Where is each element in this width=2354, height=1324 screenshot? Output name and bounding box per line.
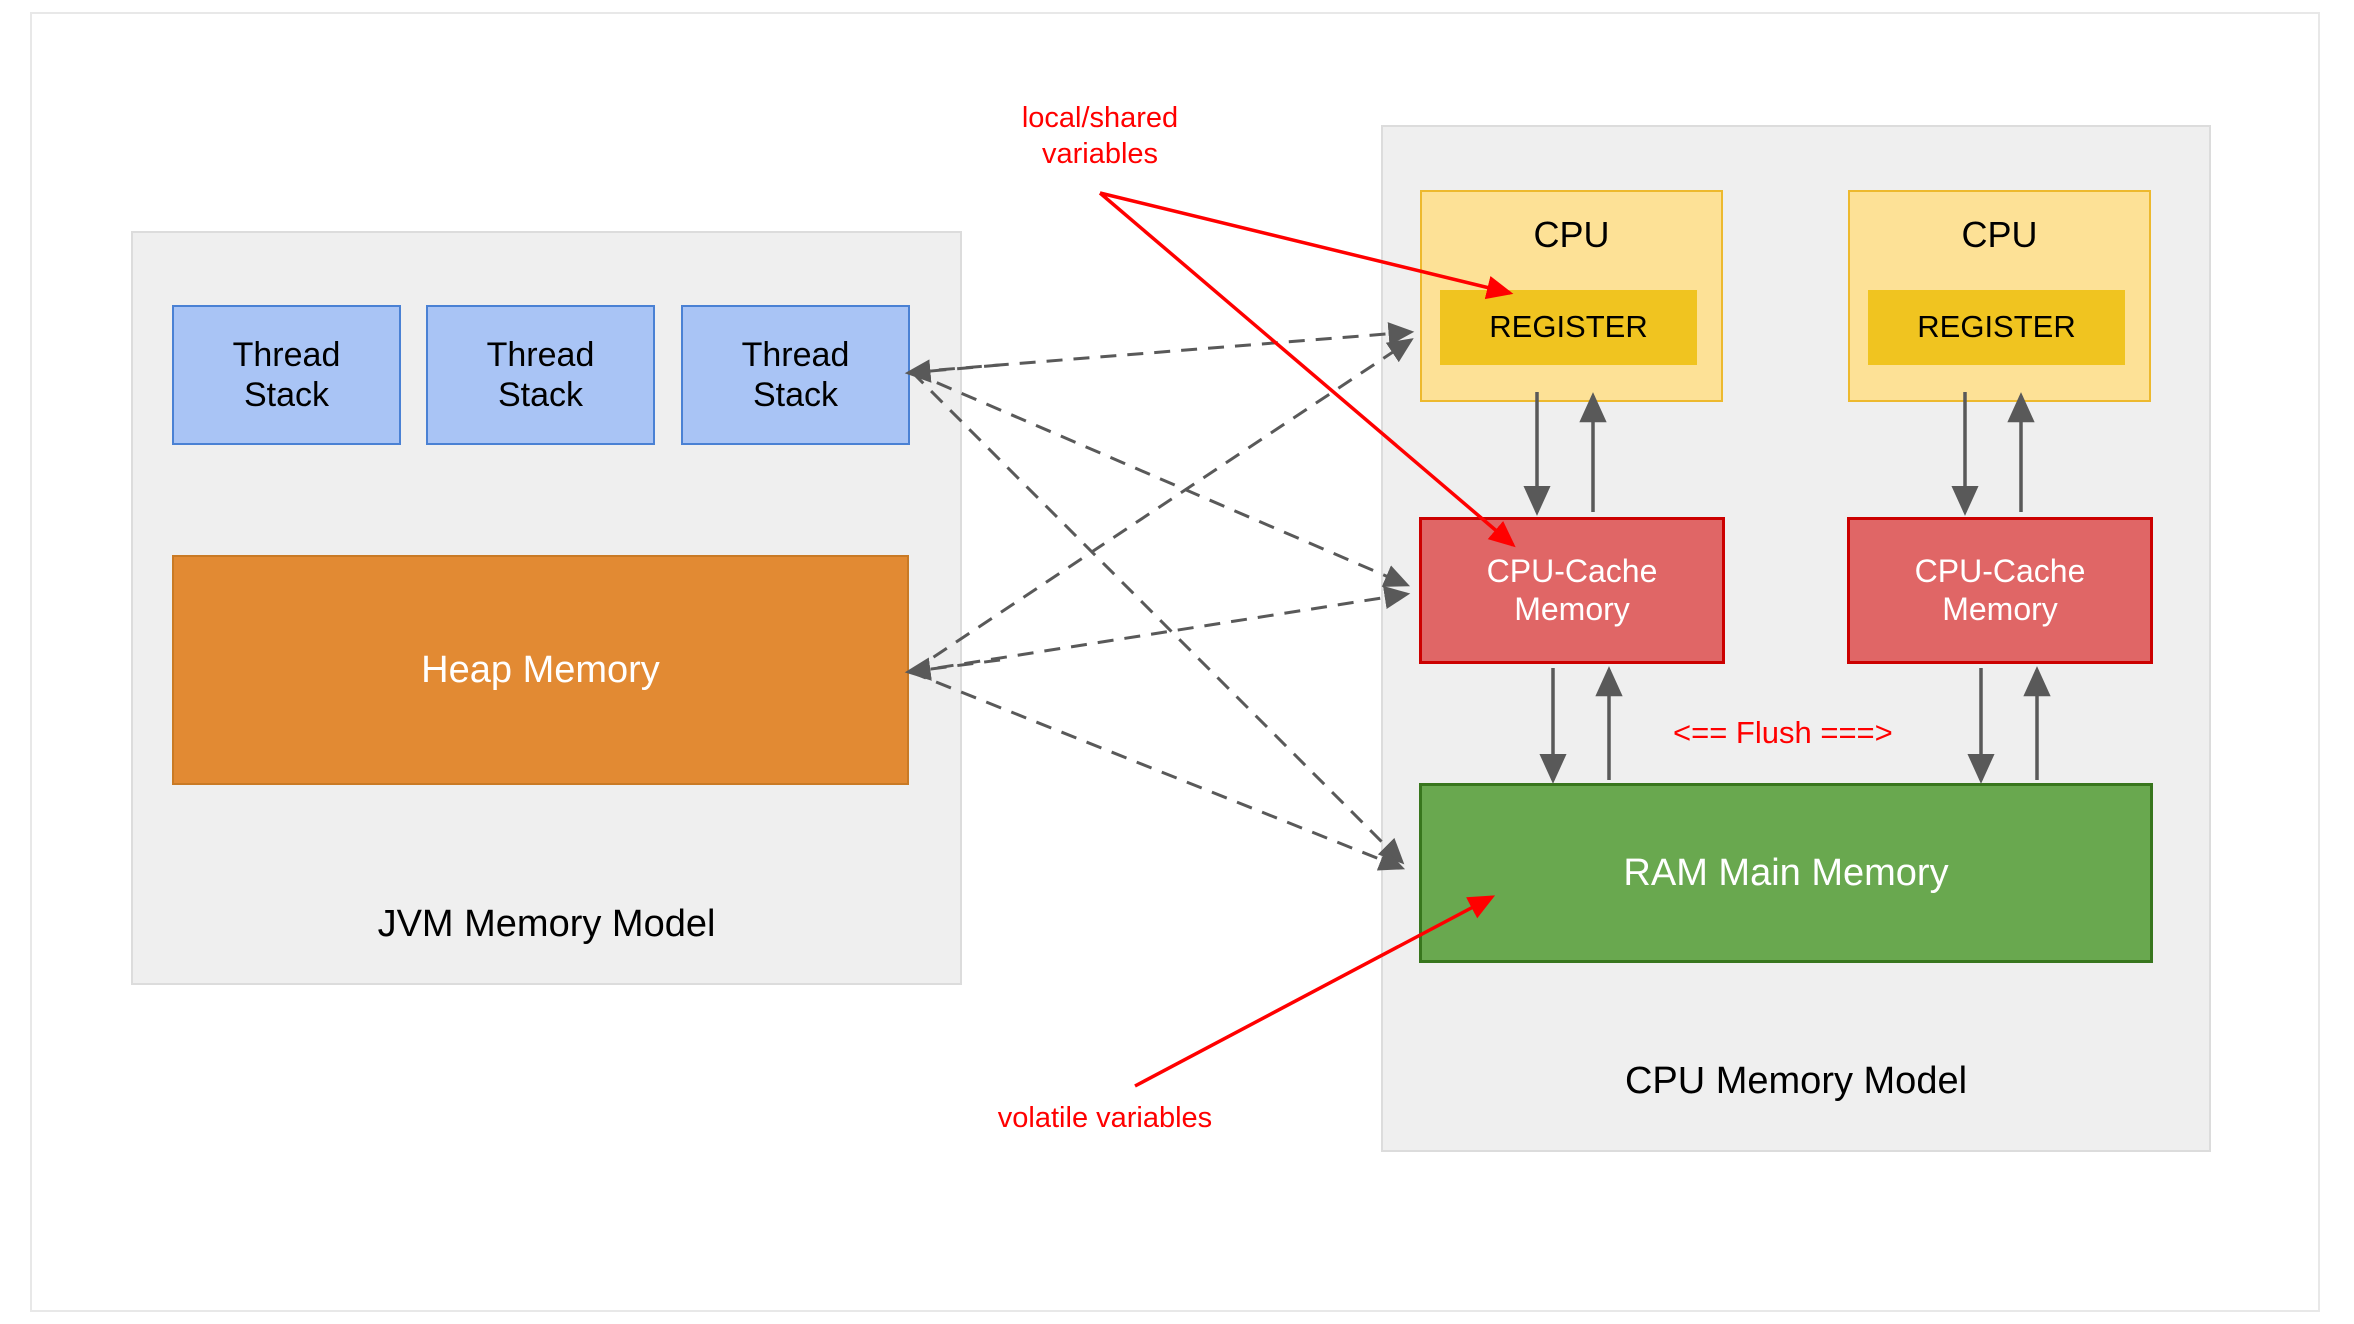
flush-label: <== Flush ===> [1673, 715, 1893, 750]
heap-memory-label: Heap Memory [421, 648, 660, 691]
ram-main-memory-label: RAM Main Memory [1623, 851, 1949, 894]
cpu-cache-memory-label-1: CPU-Cache Memory [1486, 552, 1658, 627]
heap-memory-box[interactable]: Heap Memory [172, 555, 909, 785]
dashed-arrow-heap-to-register [910, 338, 1414, 674]
thread-stack-box-1[interactable]: Thread Stack [172, 305, 401, 445]
dashed-arrow-heap-to-ram [910, 670, 1406, 871]
cpu-label-2: CPU [1961, 214, 2038, 255]
ram-main-memory-box[interactable]: RAM Main Memory [1419, 783, 2153, 963]
thread-stack-label-2: Thread Stack [486, 335, 595, 414]
register-box-1[interactable]: REGISTER [1440, 290, 1697, 365]
dashed-arrow-heap-to-cache [910, 585, 1411, 674]
thread-stack-box-2[interactable]: Thread Stack [426, 305, 655, 445]
cpu-cache-memory-box-2[interactable]: CPU-Cache Memory [1847, 517, 2153, 664]
volatile-variables-annotation: volatile variables [997, 1102, 1213, 1134]
thread-stack-label-1: Thread Stack [232, 335, 341, 414]
cpu-panel-label: CPU Memory Model [1624, 1060, 1968, 1102]
dashed-arrow-stack-to-register [911, 322, 1415, 374]
cpu-label-1: CPU [1533, 214, 1610, 255]
thread-stack-box-3[interactable]: Thread Stack [681, 305, 910, 445]
register-label-2: REGISTER [1917, 309, 2076, 345]
jvm-panel-label: JVM Memory Model [377, 903, 716, 945]
cpu-cache-memory-box-1[interactable]: CPU-Cache Memory [1419, 517, 1725, 664]
dashed-arrow-stack-to-cache [911, 370, 1411, 587]
register-label-1: REGISTER [1489, 309, 1648, 345]
local-shared-variables-annotation: local/shared variables [1021, 102, 1179, 171]
thread-stack-label-3: Thread Stack [741, 335, 850, 414]
register-box-2[interactable]: REGISTER [1868, 290, 2125, 365]
cpu-cache-memory-label-2: CPU-Cache Memory [1914, 552, 2086, 627]
dashed-arrow-stack-to-ram [910, 370, 1405, 865]
